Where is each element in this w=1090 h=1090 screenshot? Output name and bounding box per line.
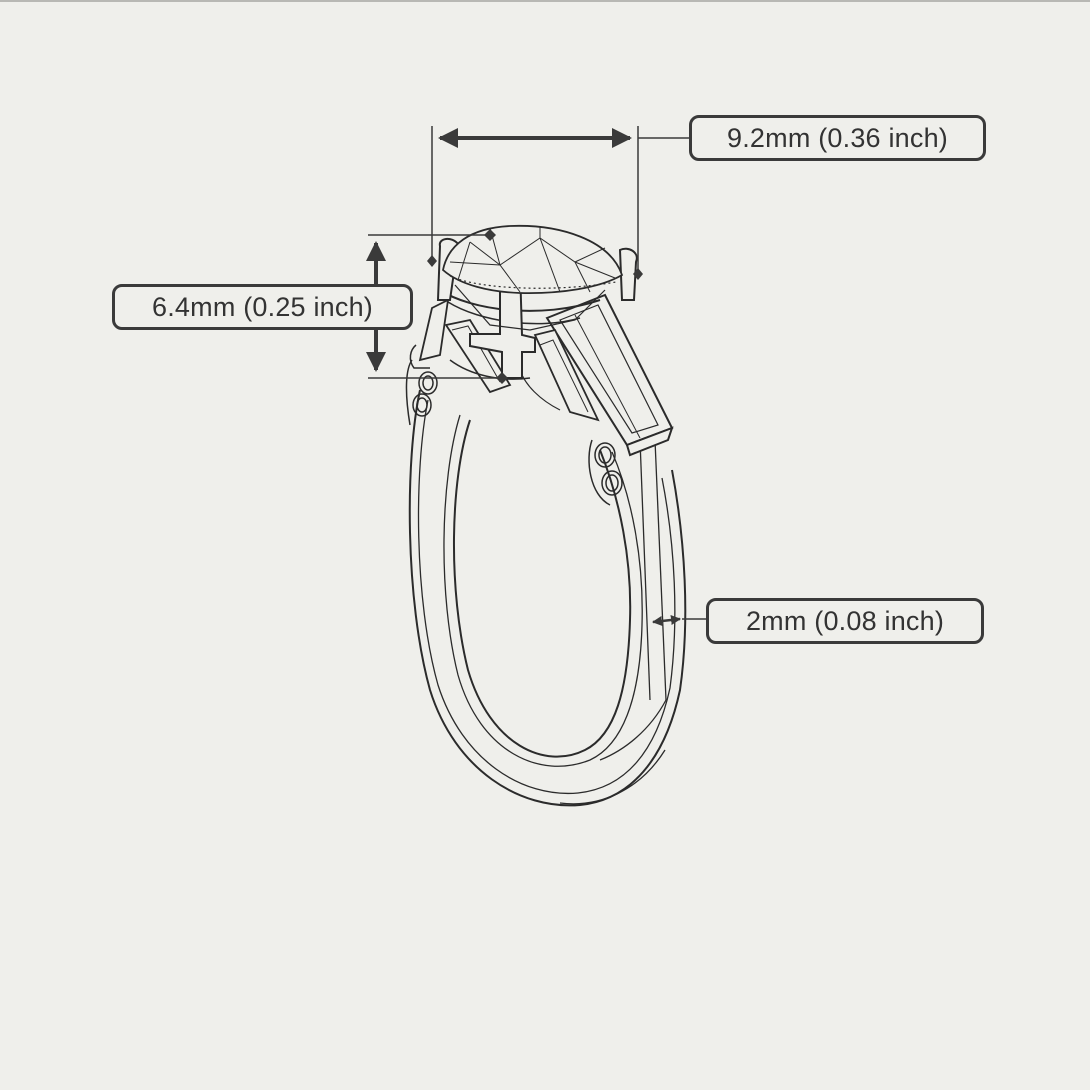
baguette-stone-right-inner bbox=[519, 328, 600, 422]
band-width-dimension-label: 2mm (0.08 inch) bbox=[706, 598, 984, 644]
accent-stones-left bbox=[405, 344, 438, 426]
ring-band bbox=[408, 389, 687, 807]
accent-stones-right bbox=[588, 439, 623, 506]
dimension-band bbox=[652, 615, 706, 626]
baguette-stone-left bbox=[418, 298, 512, 394]
dimension-height bbox=[366, 229, 508, 384]
height-dimension-label: 6.4mm (0.25 inch) bbox=[112, 284, 413, 330]
dimension-width bbox=[427, 126, 689, 280]
top-border bbox=[0, 0, 1090, 2]
baguette-stone-right bbox=[545, 293, 674, 457]
center-stone bbox=[442, 224, 624, 331]
width-dimension-label: 9.2mm (0.36 inch) bbox=[689, 115, 986, 161]
